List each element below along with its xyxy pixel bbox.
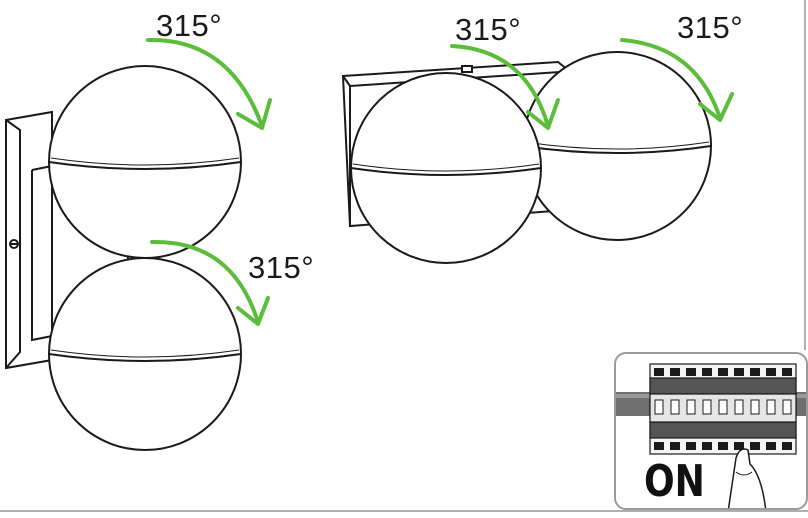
bottom-sphere-seam bbox=[48, 353, 242, 362]
wall-bracket-edge bbox=[5, 119, 21, 369]
rotation-arrow-bottom-left-icon bbox=[150, 239, 270, 326]
bottom-sphere-shade bbox=[48, 257, 242, 451]
top-sphere-seam-inner bbox=[50, 157, 240, 166]
right-sphere-seam-inner bbox=[524, 141, 710, 150]
right-sphere-seam bbox=[522, 145, 712, 154]
right-sphere-shade bbox=[522, 51, 712, 241]
rotation-angle-label-right-second: 315° bbox=[677, 10, 744, 45]
rotation-arrow-right-second-icon bbox=[620, 38, 734, 122]
breaker-toggles bbox=[654, 399, 792, 415]
rotation-arrow-right-first-icon bbox=[450, 44, 560, 130]
horizontal-wall-lamp bbox=[341, 51, 712, 264]
top-sphere-seam bbox=[48, 161, 242, 170]
rotation-angle-label-right-first: 315° bbox=[455, 12, 522, 47]
rotation-angle-label-bottom-left: 315° bbox=[248, 250, 315, 285]
rotation-arrow-top-left-icon bbox=[146, 37, 272, 130]
top-sphere-shade bbox=[48, 65, 242, 259]
rotation-angle-label-top-left: 315° bbox=[156, 8, 223, 43]
breaker-on-label: ON bbox=[644, 456, 705, 507]
vertical-wall-lamp bbox=[5, 65, 242, 451]
breaker-panel-illustration bbox=[616, 363, 806, 508]
mount-box-screw-icon bbox=[461, 65, 473, 73]
breaker-poles bbox=[654, 368, 792, 450]
left-sphere-shade bbox=[350, 72, 542, 264]
bottom-sphere-seam-inner bbox=[50, 349, 240, 358]
breaker-inset: ON bbox=[614, 352, 808, 510]
finger-pressing-icon bbox=[727, 448, 767, 508]
left-sphere-seam bbox=[350, 167, 542, 176]
left-sphere-seam-inner bbox=[352, 163, 540, 172]
